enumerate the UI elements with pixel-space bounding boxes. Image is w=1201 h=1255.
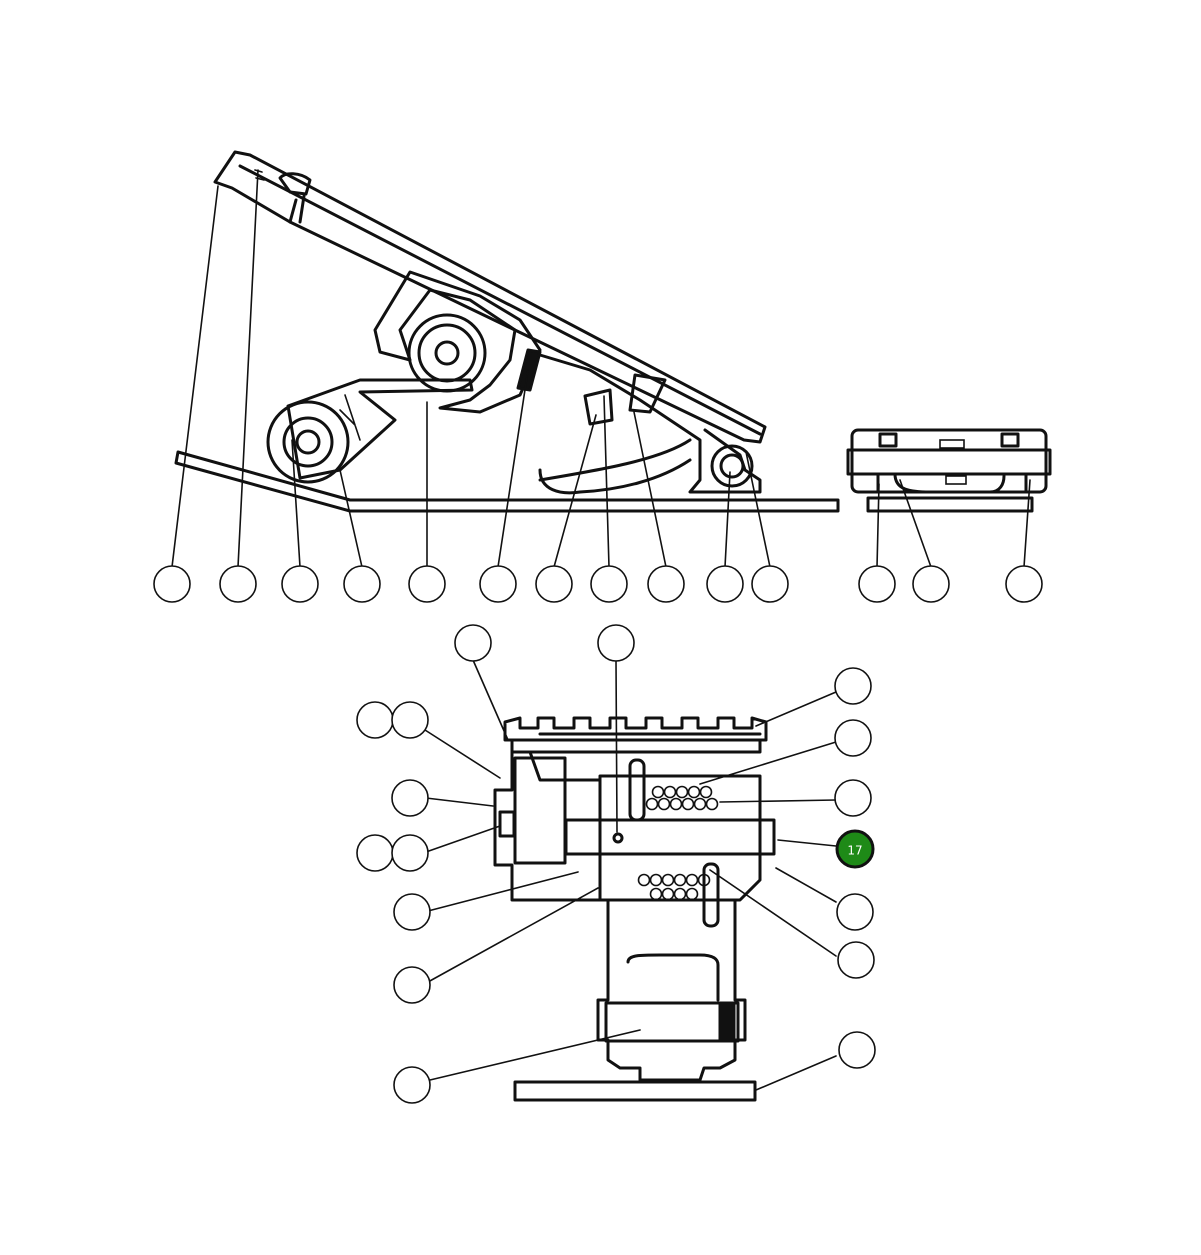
callout-marker[interactable] <box>408 565 446 603</box>
callout-marker[interactable] <box>219 565 257 603</box>
callout-17-highlighted[interactable] <box>835 829 875 869</box>
callout-marker[interactable] <box>153 565 191 603</box>
callout-marker[interactable] <box>479 565 517 603</box>
callout-marker[interactable] <box>391 779 429 817</box>
callout-marker[interactable] <box>393 893 431 931</box>
callout-marker[interactable] <box>751 565 789 603</box>
callout-marker[interactable] <box>647 565 685 603</box>
callout-marker[interactable] <box>836 893 874 931</box>
callout-marker[interactable] <box>391 834 429 872</box>
callout-marker[interactable] <box>590 565 628 603</box>
callout-marker[interactable] <box>535 565 573 603</box>
pedal-side-view <box>174 150 840 513</box>
spring-upper <box>628 758 719 822</box>
callout-marker[interactable] <box>393 966 431 1004</box>
callout-marker[interactable] <box>834 779 872 817</box>
callouts: 17 <box>153 565 1043 1104</box>
callout-marker[interactable] <box>1005 565 1043 603</box>
callout-marker[interactable] <box>356 834 394 872</box>
pedal-front-view <box>493 716 776 1102</box>
spring-lower <box>637 862 720 928</box>
callout-marker[interactable] <box>356 701 394 739</box>
callout-marker[interactable] <box>281 565 319 603</box>
leader-lines <box>171 169 1031 1091</box>
callout-marker[interactable] <box>597 624 635 662</box>
callout-marker[interactable] <box>834 667 872 705</box>
callout-marker[interactable] <box>391 701 429 739</box>
callout-marker[interactable] <box>834 719 872 757</box>
end-block-view <box>846 428 1052 513</box>
callout-marker[interactable] <box>837 941 875 979</box>
callout-marker[interactable] <box>912 565 950 603</box>
callout-marker[interactable] <box>343 565 381 603</box>
callout-marker[interactable] <box>454 624 492 662</box>
callout-marker[interactable] <box>838 1031 876 1069</box>
callout-marker[interactable] <box>858 565 896 603</box>
callout-marker[interactable] <box>706 565 744 603</box>
callout-marker[interactable] <box>393 1066 431 1104</box>
